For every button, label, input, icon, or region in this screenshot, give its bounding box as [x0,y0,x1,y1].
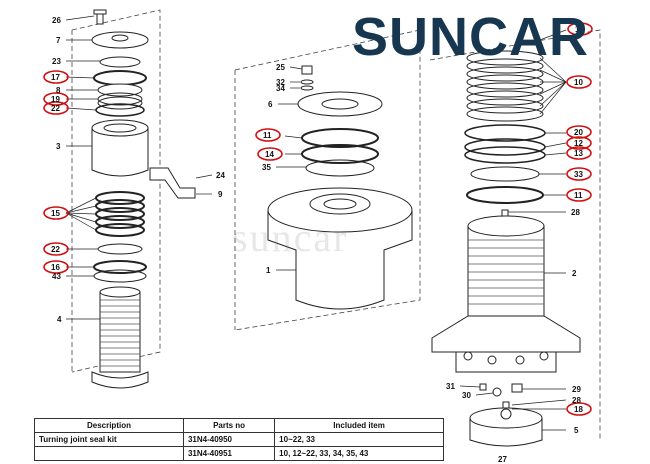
label-26: 26 [52,16,61,25]
label-16: 16 [51,263,60,272]
label-20: 20 [574,128,583,137]
label-1: 1 [266,266,271,275]
label-12: 12 [574,139,583,148]
label-25: 25 [276,63,285,72]
watermark: suncar [232,215,349,260]
label-30: 30 [462,391,471,400]
label-32: 32 [276,78,285,87]
table-header-row: Description Parts no Included item [34,418,444,433]
label-29: 29 [572,385,581,394]
label-10: 10 [574,78,583,87]
table-row: Turning joint seal kit 31N4-40950 10~22,… [34,432,444,447]
parts-table: Description Parts no Included item Turni… [34,418,444,461]
label-11-lower: 11 [574,191,583,200]
label-13: 13 [574,149,583,158]
label-3: 3 [56,142,61,151]
label-27: 27 [498,455,507,464]
table-cell-description [34,446,184,461]
table-cell-items: 10, 12~22, 33, 34, 35, 43 [274,446,444,461]
label-28: 28 [571,208,580,217]
label-28-lower: 28 [572,396,581,405]
label-18: 18 [574,405,583,414]
label-5: 5 [574,426,579,435]
table-header: Parts no [182,418,276,433]
label-35: 35 [262,163,271,172]
label-23: 23 [52,57,61,66]
label-43: 43 [52,272,61,281]
table-header: Included item [274,418,444,433]
label-6: 6 [268,100,273,109]
label-14: 14 [265,150,274,159]
label-24: 24 [216,171,225,180]
brand-logo: SUNCAR [352,7,590,67]
highlight-rings [43,22,593,416]
label-19: 19 [51,95,60,104]
label-22: 22 [51,104,60,113]
label-2: 2 [572,269,577,278]
label-11-top: 11 [575,25,584,34]
label-7: 7 [56,36,61,45]
label-15: 15 [51,209,60,218]
table-cell-items: 10~22, 33 [274,432,444,447]
table-cell-part-no: 31N4-40951 [182,446,276,461]
label-8: 8 [56,86,61,95]
table-cell-part-no: 31N4-40950 [182,432,276,447]
label-34: 34 [276,84,285,93]
label-33: 33 [574,170,583,179]
table-cell-description: Turning joint seal kit [34,432,184,447]
table-row: 31N4-40951 10, 12~22, 33, 34, 35, 43 [34,446,444,461]
table-header: Description [34,418,184,433]
label-31: 31 [446,382,455,391]
label-17: 17 [51,73,60,82]
label-22-lower: 22 [51,245,60,254]
label-4: 4 [57,315,62,324]
label-9: 9 [218,190,223,199]
label-11: 11 [263,131,272,140]
